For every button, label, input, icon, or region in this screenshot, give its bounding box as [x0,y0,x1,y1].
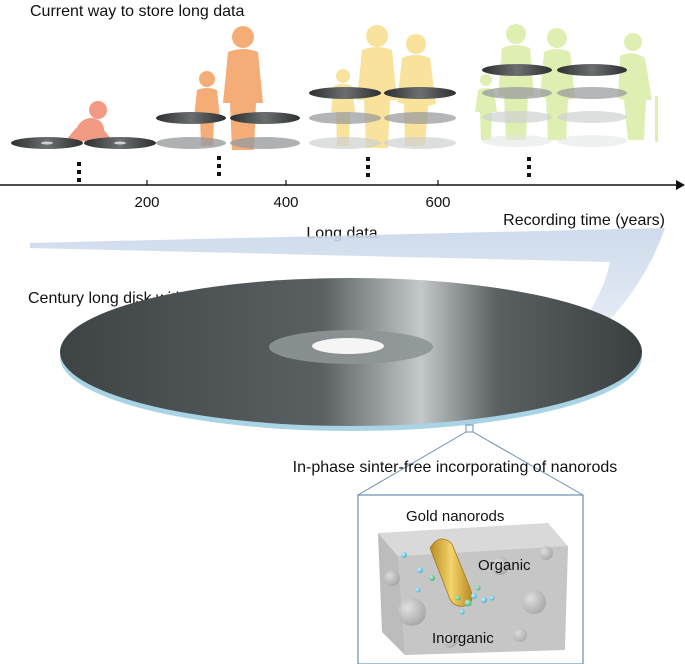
projection-beam [30,228,665,372]
ellipsis-dots [366,157,370,177]
tick-label-600: 600 [425,194,450,211]
child-figure [194,71,220,146]
ellipsis-dots [77,162,81,182]
gold-nanorods-label: Gold nanorods [406,508,504,525]
axis-arrow-icon [676,180,685,190]
stage-infant [11,101,156,182]
tick-label-400: 400 [273,194,298,211]
disk-stack-3 [309,87,456,149]
organic-label: Organic [478,557,531,574]
zoom-marker [465,424,474,433]
nanorod-inset: Gold nanorods Organic Inorganic [357,494,584,664]
diagram-title: Current way to store long data [30,3,244,20]
century-disk [60,278,642,431]
disk-stack-2 [156,112,300,149]
stage-elder [475,24,658,177]
tick-label-200: 200 [134,194,159,211]
gold-nanorod [429,538,473,607]
adult-figure [223,26,263,150]
ellipsis-dots [217,156,221,176]
inorganic-label: Inorganic [432,630,494,647]
stage-adult [309,25,456,177]
elder-figures [475,24,658,142]
disk-stack-1 [11,137,156,149]
ellipsis-dots [527,157,531,177]
inset-caption: In-phase sinter-free incorporating of na… [293,459,618,476]
stage-child [156,26,300,176]
adult-figures [331,25,436,148]
axis-label: Recording time (years) [503,212,665,229]
disk-stack-4 [482,64,627,147]
